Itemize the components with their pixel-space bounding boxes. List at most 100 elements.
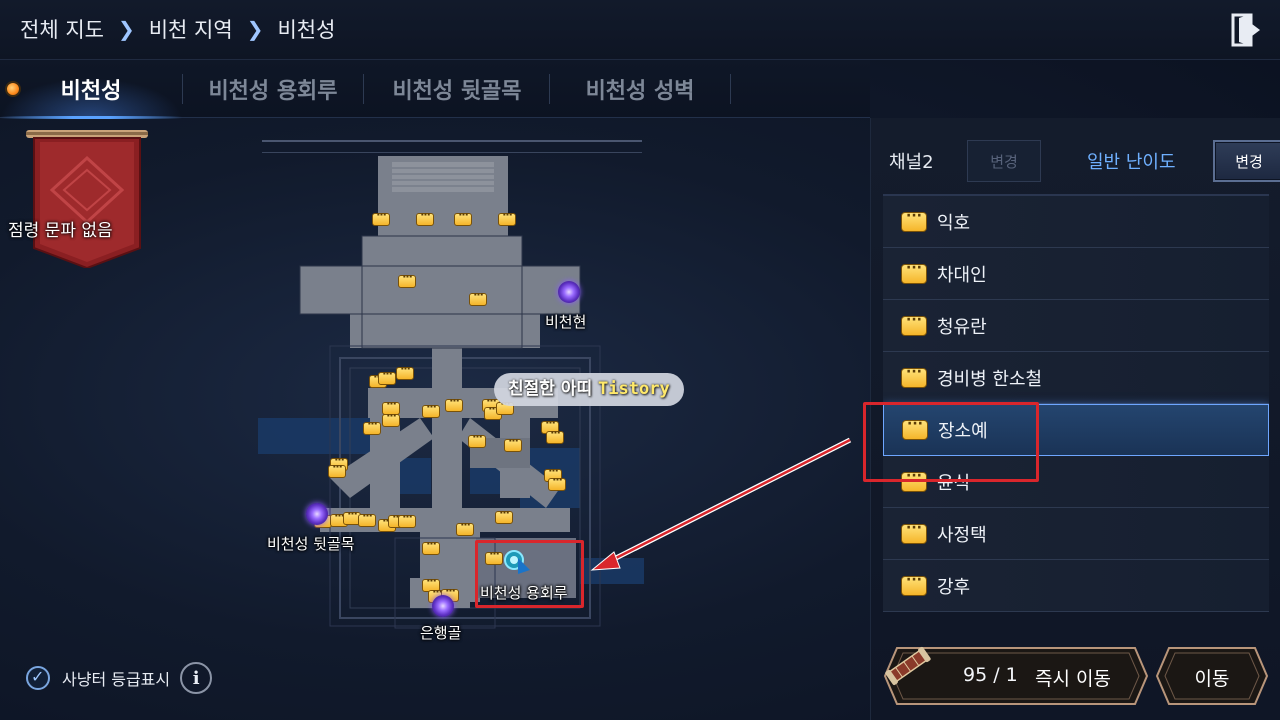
- portal-icon[interactable]: [306, 503, 328, 525]
- instant-teleport-button[interactable]: 95 / 1 즉시 이동: [883, 646, 1149, 706]
- npc-speech-icon[interactable]: [372, 208, 390, 226]
- annotation-arrow-icon: [590, 437, 852, 571]
- map-view[interactable]: 점령 문파 없음: [0, 118, 870, 720]
- npc-speech-icon: [901, 260, 927, 284]
- grade-display-label: 사냥터 등급표시: [62, 670, 171, 689]
- highlight-box-map: [475, 540, 584, 608]
- npc-name: 강후: [937, 576, 971, 598]
- npc-speech-icon[interactable]: [416, 208, 434, 226]
- npc-speech-icon[interactable]: [468, 430, 486, 448]
- tab-label: 비천성 뒷골목: [392, 79, 522, 104]
- move-button[interactable]: 이동: [1155, 646, 1269, 706]
- npc-speech-icon[interactable]: [328, 460, 346, 478]
- npc-speech-icon[interactable]: [445, 394, 463, 412]
- npc-speech-icon[interactable]: [396, 362, 414, 380]
- npc-speech-icon: [901, 312, 927, 336]
- npc-speech-icon[interactable]: [546, 426, 564, 444]
- breadcrumb-world-map[interactable]: 전체 지도: [20, 18, 104, 42]
- npc-name: 경비병 한소철: [937, 368, 1043, 390]
- npc-speech-icon[interactable]: [378, 367, 396, 385]
- npc-speech-icon[interactable]: [495, 506, 513, 524]
- npc-list[interactable]: 익호 차대인 청유란 경비병 한소철 장소예 윤식 사정택 강후: [883, 194, 1269, 614]
- occupation-status-label: 점령 문파 없음: [8, 221, 113, 241]
- breadcrumb: 전체 지도 ❯ 비천 지역 ❯ 비천성: [20, 14, 335, 44]
- npc-name: 윤식: [937, 472, 971, 494]
- watermark-badge: 친절한 아띠 Tistory: [494, 373, 684, 406]
- tab-divider: [549, 74, 550, 104]
- tab-label: 비천성 성벽: [585, 79, 695, 104]
- info-icon[interactable]: i: [180, 662, 213, 694]
- portal-icon[interactable]: [558, 281, 580, 303]
- chevron-right-icon: ❯: [246, 17, 264, 41]
- npc-speech-icon[interactable]: [422, 537, 440, 555]
- channel-label: 채널2: [889, 152, 934, 173]
- npc-speech-icon[interactable]: [456, 518, 474, 536]
- exit-icon[interactable]: [1230, 12, 1264, 48]
- tab-yonghoeru[interactable]: 비천성 용회루: [183, 60, 363, 118]
- watermark-brand: Tistory: [598, 379, 670, 399]
- npc-speech-icon: [901, 520, 927, 544]
- list-item[interactable]: 익호: [883, 196, 1269, 248]
- occupation-banner-icon: [26, 130, 148, 268]
- npc-speech-icon: [902, 416, 928, 440]
- map-label-yonghoeru: 비천성 용회루: [480, 584, 568, 602]
- tab-bicheonseong[interactable]: 비천성: [0, 60, 182, 119]
- npc-name: 익호: [937, 212, 971, 234]
- npc-speech-icon[interactable]: [498, 208, 516, 226]
- npc-speech-icon[interactable]: [398, 510, 416, 528]
- list-item[interactable]: 윤식: [883, 456, 1269, 508]
- bottom-actions: 95 / 1 즉시 이동 이동: [883, 646, 1280, 706]
- npc-speech-icon: [901, 364, 927, 388]
- chevron-right-icon: ❯: [117, 17, 135, 41]
- npc-speech-icon[interactable]: [363, 417, 381, 435]
- list-item[interactable]: 강후: [883, 560, 1269, 612]
- tab-label: 비천성 용회루: [208, 79, 338, 104]
- channel-row: 채널2 변경 일반 난이도 변경: [889, 138, 1280, 182]
- breadcrumb-current: 비천성: [277, 18, 336, 42]
- move-label: 이동: [1194, 668, 1230, 690]
- list-item-selected[interactable]: 장소예: [883, 404, 1269, 456]
- map-label-alley: 비천성 뒷골목: [267, 535, 355, 553]
- npc-name: 차대인: [937, 264, 987, 286]
- npc-speech-icon[interactable]: [358, 509, 376, 527]
- list-item[interactable]: 차대인: [883, 248, 1269, 300]
- npc-speech-icon[interactable]: [422, 400, 440, 418]
- watermark-text: 친절한 아띠: [508, 379, 593, 399]
- npc-speech-icon: [901, 208, 927, 232]
- area-tab-bar: 비천성 비천성 용회루 비천성 뒷골목 비천성 성벽: [0, 60, 870, 119]
- list-item[interactable]: 청유란: [883, 300, 1269, 352]
- tab-alley[interactable]: 비천성 뒷골목: [364, 60, 550, 118]
- map-label-bicheonhyeon: 비천현: [545, 313, 587, 331]
- channel-change-button[interactable]: 변경: [967, 140, 1041, 182]
- npc-speech-icon: [901, 572, 927, 596]
- npc-speech-icon[interactable]: [485, 547, 503, 565]
- difficulty-change-button[interactable]: 변경: [1213, 140, 1280, 182]
- map-label-eunhaenggol: 은행골: [420, 624, 462, 642]
- npc-speech-icon[interactable]: [398, 270, 416, 288]
- npc-speech-icon[interactable]: [548, 473, 566, 491]
- npc-name: 청유란: [937, 316, 987, 338]
- teleport-count: 95 / 1: [963, 664, 1018, 686]
- npc-speech-icon[interactable]: [469, 288, 487, 306]
- highlight-box-list: [863, 402, 1039, 482]
- npc-speech-icon[interactable]: [454, 208, 472, 226]
- list-item[interactable]: 경비병 한소철: [883, 352, 1269, 404]
- check-icon[interactable]: [26, 666, 50, 690]
- npc-name: 사정택: [937, 524, 987, 546]
- npc-speech-icon[interactable]: [382, 409, 400, 427]
- breadcrumb-region[interactable]: 비천 지역: [148, 18, 233, 42]
- npc-name: 장소예: [938, 421, 988, 442]
- tab-divider: [730, 74, 731, 104]
- list-item[interactable]: 사정택: [883, 508, 1269, 560]
- scroll-icon: [885, 647, 931, 685]
- grade-display-toggle[interactable]: 사냥터 등급표시 i: [26, 662, 213, 694]
- player-marker-icon: [504, 550, 530, 574]
- npc-speech-icon[interactable]: [504, 434, 522, 452]
- top-bar: 전체 지도 ❯ 비천 지역 ❯ 비천성: [0, 0, 1280, 60]
- teleport-label: 즉시 이동: [1035, 668, 1111, 690]
- portal-icon[interactable]: [432, 595, 454, 617]
- tab-divider: [363, 74, 364, 104]
- tab-wall[interactable]: 비천성 성벽: [550, 60, 730, 118]
- current-area-indicator-icon: [5, 81, 21, 97]
- tab-divider: [182, 74, 183, 104]
